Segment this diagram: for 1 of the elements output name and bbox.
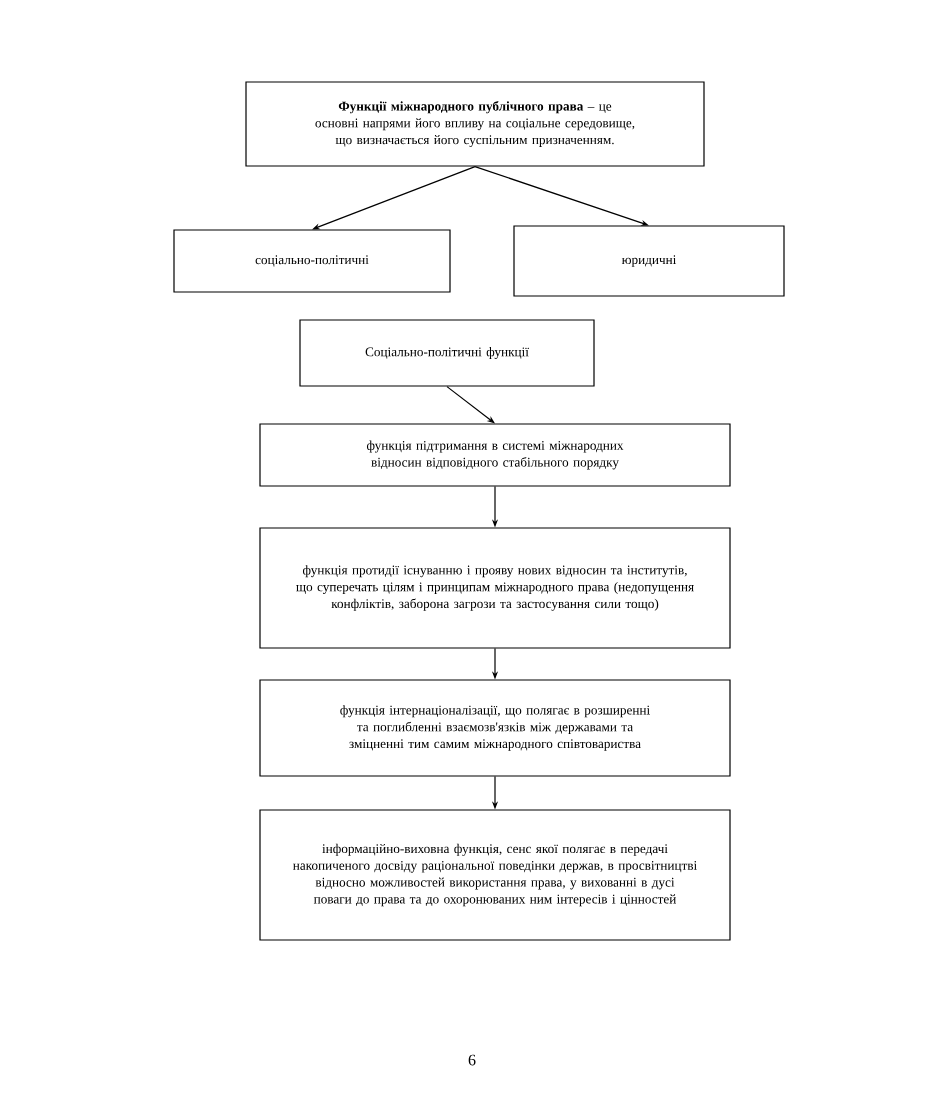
page-number: 6 bbox=[468, 1054, 476, 1066]
